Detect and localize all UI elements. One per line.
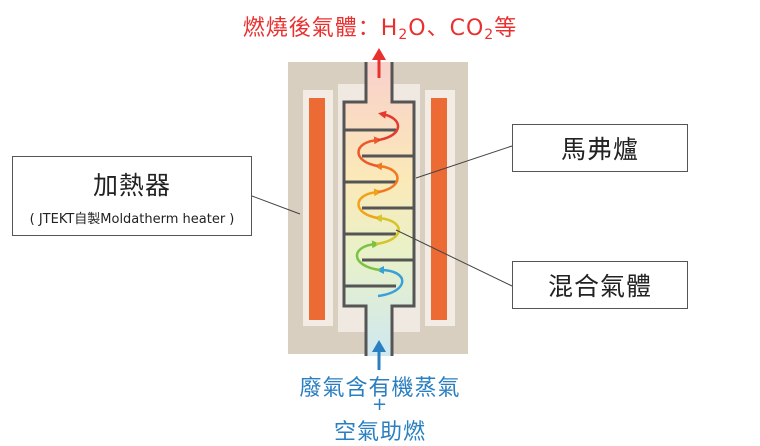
heater-title: 加熱器 (92, 170, 171, 200)
heater-element-left (309, 98, 325, 320)
inlet-arrow-head (372, 340, 386, 352)
flow-arrows (355, 110, 404, 298)
heater-label-box: 加熱器 ( JTEKT自製Moldatherm heater ) (12, 156, 252, 236)
heater-element-right (431, 98, 447, 320)
furnace-label-box: 馬弗爐 (512, 124, 688, 172)
baffles (344, 128, 414, 288)
exhaust-gas-title: 燃燒後氣體：H2O、CO2等 (0, 10, 760, 43)
exhaust-text-2: O、CO (408, 16, 485, 41)
furnace-label: 馬弗爐 (560, 135, 639, 164)
inlet-line-3: 空氣助燃 (333, 420, 426, 445)
inlet-line-1: 廢氣含有機蒸氣 (299, 376, 461, 401)
mixed-gas-label-box: 混合氣體 (512, 261, 688, 309)
exhaust-text-1: 燃燒後氣體：H (242, 16, 399, 41)
outlet-arrow-head (372, 48, 386, 60)
exhaust-text-3: 等 (494, 16, 518, 41)
heater-note: ( JTEKT自製Moldatherm heater ) (29, 211, 235, 227)
inlet-line-2: + (371, 394, 389, 415)
exhaust-sub-2: 2 (484, 27, 495, 43)
mixed-gas-leader-line (395, 229, 513, 287)
muffle-wall-right (390, 62, 416, 356)
mixed-gas-label: 混合氣體 (547, 272, 652, 301)
heater-leader-line (251, 195, 301, 215)
exhaust-sub-1: 2 (398, 27, 409, 43)
furnace-leader-line (415, 145, 513, 179)
muffle-wall-left (342, 62, 368, 356)
